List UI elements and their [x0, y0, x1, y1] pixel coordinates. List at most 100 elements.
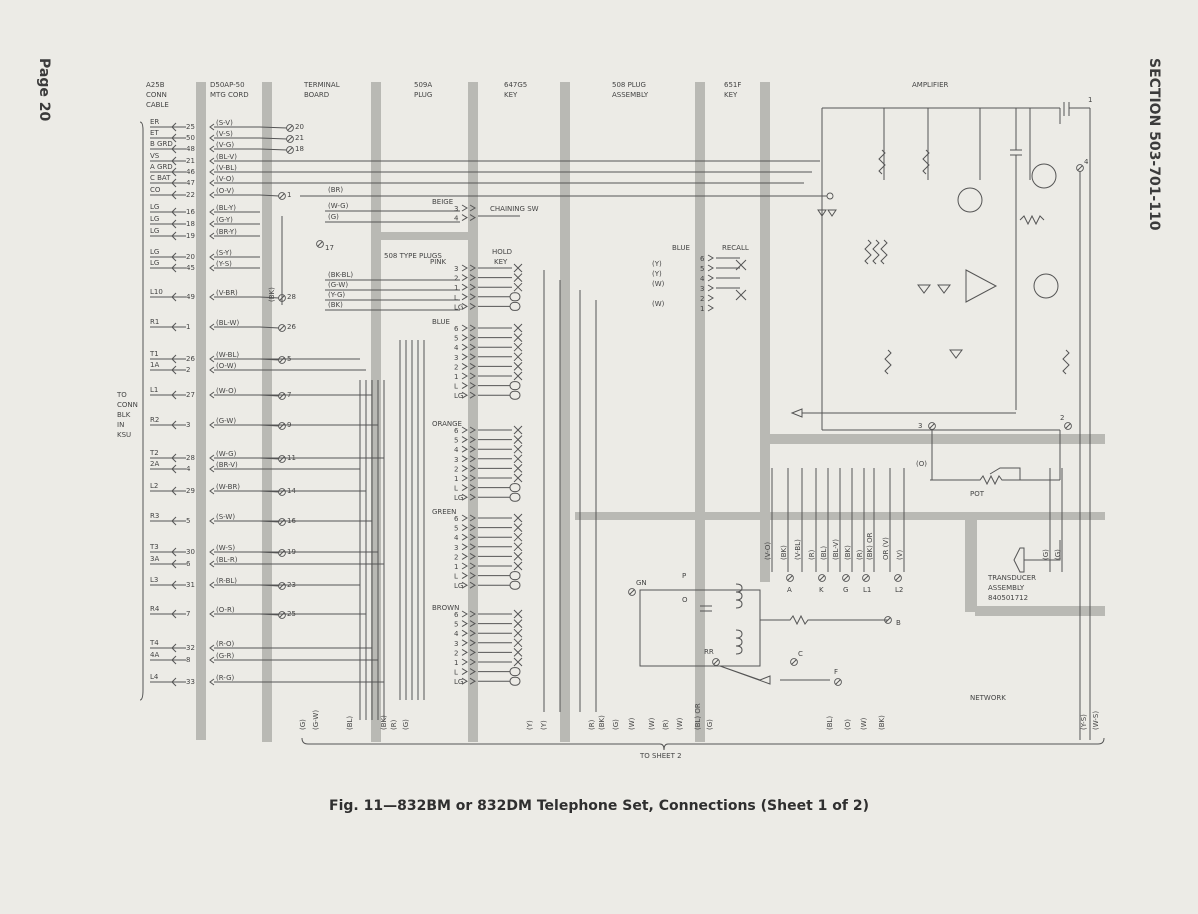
- plug-pin-chevron-3-4: [461, 464, 468, 472]
- bottom-terminal-l2-slash: [895, 575, 901, 581]
- diode-d4: [790, 408, 803, 418]
- plug-pin-chevron-2-2: [461, 343, 468, 351]
- cord-color-7: (BL-Y): [216, 204, 236, 212]
- terminal-21-slash: [287, 136, 293, 142]
- resistor-bank: [864, 239, 888, 265]
- plug-pin-chevron2-1-4: [469, 302, 476, 310]
- cord-color-26: (R-O): [216, 640, 235, 648]
- plug-pin-chevron2-3-7: [469, 493, 476, 501]
- cable-lead-label-10: LG: [150, 248, 159, 256]
- cord-pin-25: 7: [186, 610, 190, 618]
- bottom-terminal-k-slash: [819, 575, 825, 581]
- terminal-amp-4-slash: [1077, 165, 1083, 171]
- plug-pin-brown-L: L: [454, 669, 458, 677]
- plug-pin-orange-LG: LG: [454, 494, 463, 502]
- plug-pin-chevron2-4-1: [469, 524, 476, 532]
- column-header-4-line-1: 647G5: [504, 81, 527, 89]
- terminal-label-2: 18: [295, 145, 304, 153]
- plug-pin-chevron2-3-2: [469, 445, 476, 453]
- cord-pin-19: 4: [186, 465, 191, 473]
- cord-pin-23: 6: [186, 560, 191, 568]
- cable-lead-chevron-13: [171, 322, 177, 332]
- bottom-color-16: (G): [706, 719, 714, 730]
- plug-pin-chevron-1-1: [461, 274, 468, 282]
- plug-pin-pink-LG: LG: [454, 303, 463, 311]
- cord-color-16: (W-O): [216, 387, 237, 395]
- plug-pin-brown-3: 3: [454, 640, 458, 648]
- cable-lead-chevron-20: [171, 486, 177, 496]
- plug-pin-chevron2-4-7: [469, 581, 476, 589]
- key-contact-2-2: [513, 342, 523, 352]
- shaded-bus-bar-0: [196, 82, 206, 740]
- plug-pin-chevron2-2-1: [469, 334, 476, 342]
- cord-chevron-13: [209, 323, 215, 331]
- cable-lead-label-25: R4: [150, 605, 160, 613]
- plug-pin-chevron2-3-1: [469, 436, 476, 444]
- cord-color-21: (S-W): [216, 513, 235, 521]
- plug-pin-chevron2-2-3: [469, 353, 476, 361]
- terminal-label-13: 26: [287, 323, 296, 331]
- cord-pin-26: 32: [186, 644, 195, 652]
- cord-color-9: (BR-Y): [216, 228, 237, 236]
- cord-color-14: (W-BL): [216, 351, 239, 359]
- network-c-terminal-slash: [791, 659, 797, 665]
- cord-pin-6: 22: [186, 191, 195, 199]
- cord-to-terminal-2: [259, 148, 288, 151]
- plug-pin-chevron2-0-1: [469, 214, 476, 222]
- cable-lead-label-28: L4: [150, 673, 159, 681]
- plug-pin-chevron-5-3: [461, 639, 468, 647]
- bottom-color-12: (W): [648, 717, 656, 730]
- cord-chevron-10: [209, 253, 215, 261]
- cable-lead-label-24: L3: [150, 576, 158, 584]
- cord-color-8: (G-Y): [216, 216, 233, 224]
- cord-pin-5: 47: [186, 179, 195, 187]
- key-contact-3-5: [513, 473, 523, 483]
- network-box: [639, 589, 761, 667]
- cord-chevron-9: [209, 232, 215, 240]
- recall-chevron-4: [707, 294, 714, 302]
- plug-pin-chevron-4-5: [461, 562, 468, 570]
- cable-lead-label-17: R2: [150, 416, 159, 424]
- plug-pin-green-L: L: [454, 573, 458, 581]
- plug-pin-orange-3: 3: [454, 456, 458, 464]
- cord-color-g: (G): [328, 213, 339, 221]
- amp-frame: [821, 107, 1061, 430]
- ksu-note-line-0: TO: [116, 391, 127, 399]
- cord-color-17: (G-W): [216, 417, 236, 425]
- plug-pin-orange-2: 2: [454, 465, 458, 473]
- bottom-color-0: (G): [299, 719, 307, 730]
- column-header-0-line-2: CONN: [146, 91, 167, 99]
- bottom-terminal-label-a: A: [787, 586, 792, 594]
- shaded-bus-bar-10: [975, 606, 1105, 616]
- recall-pin-3: 3: [700, 285, 704, 293]
- cable-lead-chevron-19: [171, 464, 177, 474]
- plug-pin-chevron-5-2: [461, 629, 468, 637]
- cord-chevron-25: [209, 610, 215, 618]
- plug-pin-blue-1: 1: [454, 373, 458, 381]
- cord-pin-11: 45: [186, 264, 195, 272]
- diode-input-pair: [817, 209, 837, 217]
- cord-pin-21: 5: [186, 517, 190, 525]
- cable-lead-chevron-1: [171, 133, 177, 143]
- cord-chevron-17: [209, 421, 215, 429]
- cord-color-28: (R-G): [216, 674, 235, 682]
- cord-color-2: (V-G): [216, 141, 234, 149]
- amp-vertical-color-4: (BL): [820, 546, 828, 560]
- cord-pin-7: 16: [186, 208, 195, 216]
- plug-pin-chevron2-4-6: [469, 572, 476, 580]
- cable-lead-chevron-28: [171, 677, 177, 687]
- cable-lead-chevron-11: [171, 263, 177, 273]
- key-contact-1-2: [513, 282, 523, 292]
- lamp-3-6: [509, 483, 521, 493]
- cord-color-3: (BL-V): [216, 153, 237, 161]
- terminal-label-0: 20: [295, 123, 304, 131]
- cord-color-pink-1: (G-W): [328, 281, 348, 289]
- plug-pin-orange-L: L: [454, 485, 458, 493]
- cord-color-br: (BR): [328, 186, 343, 194]
- plug-pin-chevron2-1-3: [469, 293, 476, 301]
- plug-pin-chevron-3-1: [461, 436, 468, 444]
- amp-terminal-2: 2: [1060, 414, 1064, 422]
- bottom-color-18: (O): [844, 719, 852, 730]
- transducer-lead: [1024, 540, 1061, 561]
